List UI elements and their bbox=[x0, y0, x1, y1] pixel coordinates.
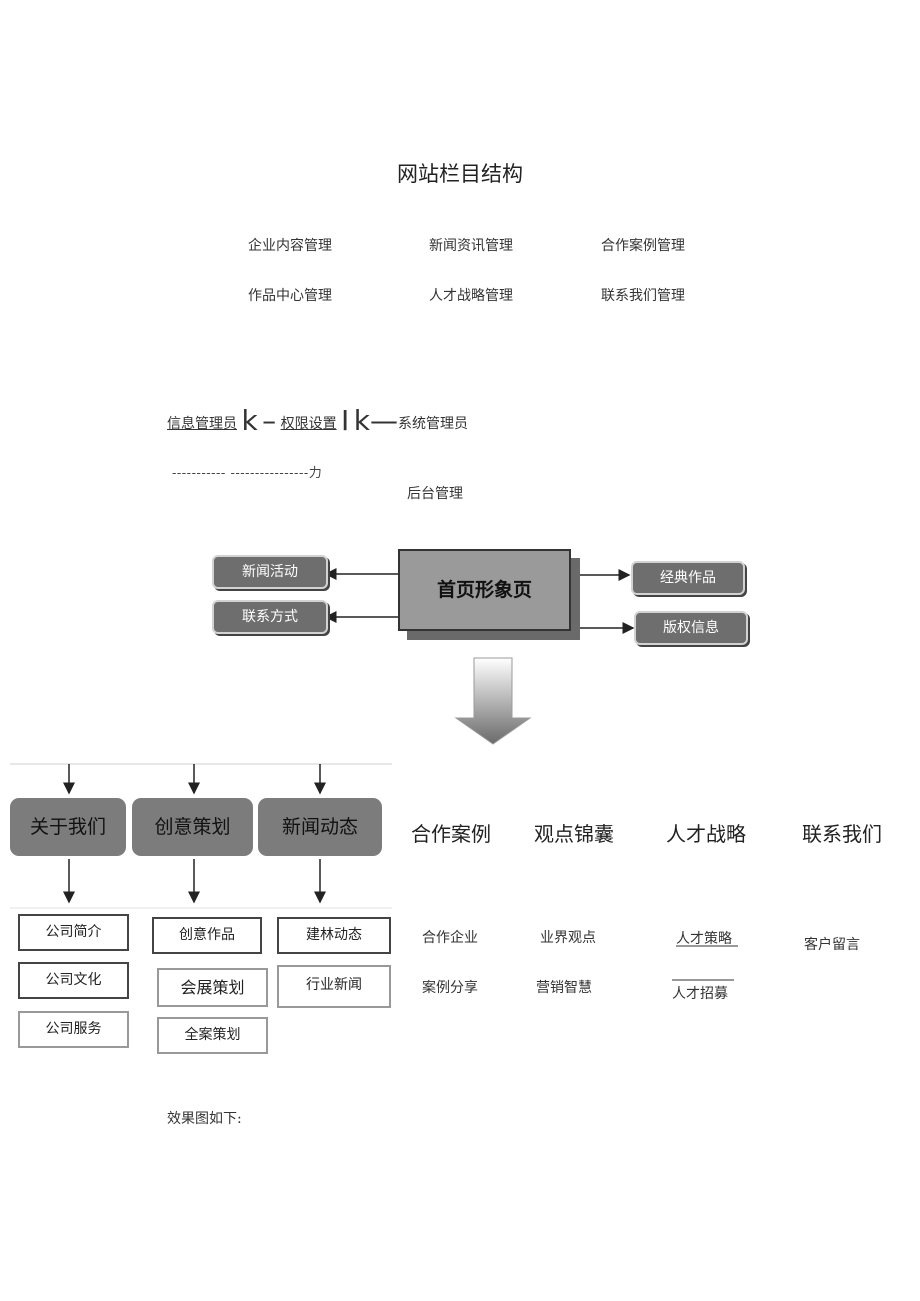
sub-company-culture: 公司文化 bbox=[18, 962, 129, 999]
mgmt-item-enterprise: 企业内容管理 bbox=[248, 238, 332, 254]
category-news-updates: 新闻动态 bbox=[258, 798, 382, 856]
glyph-k: k bbox=[241, 404, 258, 437]
sub-case-sharing: 案例分享 bbox=[422, 980, 478, 996]
sub-industry-views: 业界观点 bbox=[540, 930, 596, 946]
glyph-k2: k bbox=[353, 404, 370, 437]
glyph-dash: – bbox=[262, 404, 277, 437]
home-image-page-box: 首页形象页 bbox=[398, 549, 571, 631]
category-talent-strategy: 人才战略 bbox=[666, 822, 746, 846]
sub-partner-companies: 合作企业 bbox=[422, 930, 478, 946]
category-cooperation-cases: 合作案例 bbox=[411, 822, 491, 846]
sub-marketing-wisdom: 营销智慧 bbox=[536, 980, 592, 996]
sub-talent-recruit: 人才招募 bbox=[672, 986, 728, 1002]
news-activity-box: 新闻活动 bbox=[212, 555, 328, 589]
glyph-i: I bbox=[341, 404, 350, 437]
category-insights: 观点锦囊 bbox=[534, 822, 614, 846]
dash-line: ----------- ----------------力 bbox=[172, 466, 323, 481]
mgmt-item-contact: 联系我们管理 bbox=[601, 288, 685, 304]
classic-works-box: 经典作品 bbox=[631, 561, 745, 595]
backend-label: 后台管理 bbox=[407, 486, 463, 502]
category-creative-planning: 创意策划 bbox=[132, 798, 253, 856]
sub-exhibition-planning: 会展策划 bbox=[157, 968, 268, 1007]
sub-company-intro: 公司简介 bbox=[18, 914, 129, 951]
info-admin-label: 信息管理员 bbox=[167, 416, 237, 432]
perm-setting-label: 权限设置 bbox=[280, 416, 337, 432]
contact-method-box: 联系方式 bbox=[212, 600, 328, 634]
mgmt-item-talent: 人才战略管理 bbox=[429, 288, 513, 304]
copyright-box: 版权信息 bbox=[634, 611, 748, 645]
role-chain: 信息管理员 k – 权限设置 I k—系统管理员 bbox=[167, 404, 468, 437]
sub-full-case-planning: 全案策划 bbox=[157, 1017, 268, 1054]
big-down-arrow bbox=[454, 657, 532, 745]
sub-customer-message: 客户留言 bbox=[804, 937, 860, 953]
sub-talent-policy: 人才策略 bbox=[676, 931, 732, 947]
sub-industry-news: 行业新闻 bbox=[277, 965, 391, 1008]
page-title: 网站栏目结构 bbox=[397, 162, 523, 186]
category-contact-us: 联系我们 bbox=[802, 822, 882, 846]
sub-creative-works: 创意作品 bbox=[152, 917, 262, 954]
glyph-dash2: — bbox=[369, 404, 398, 437]
mgmt-item-works: 作品中心管理 bbox=[248, 288, 332, 304]
sys-admin-label: 系统管理员 bbox=[397, 416, 468, 432]
sub-company-service: 公司服务 bbox=[18, 1011, 129, 1048]
footer-note: 效果图如下: bbox=[167, 1111, 242, 1127]
sub-jianlin-news: 建林动态 bbox=[277, 917, 391, 954]
mgmt-item-cases: 合作案例管理 bbox=[601, 238, 685, 254]
category-about-us: 关于我们 bbox=[10, 798, 126, 856]
mgmt-item-news: 新闻资讯管理 bbox=[429, 238, 513, 254]
